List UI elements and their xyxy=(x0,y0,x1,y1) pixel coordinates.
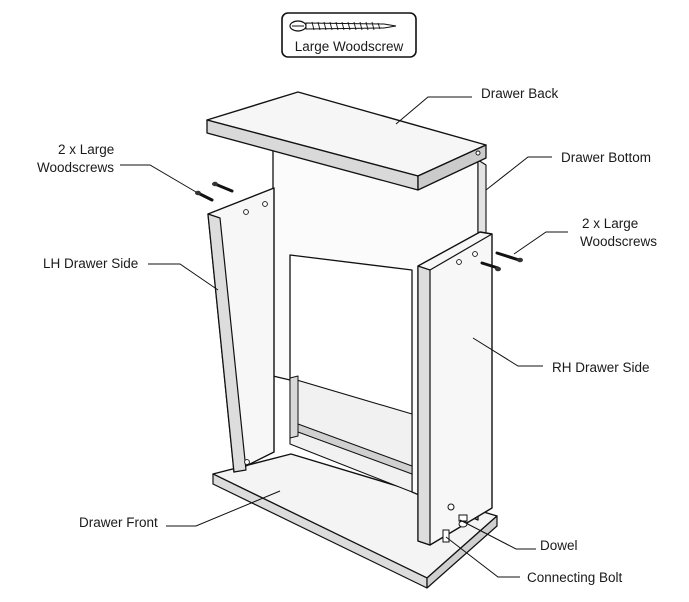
dowel-part xyxy=(442,529,450,543)
woodscrew-icon xyxy=(495,251,523,263)
legend-box: Large Woodscrew xyxy=(281,12,417,58)
right-screws-label-line1: 2 x Large xyxy=(582,216,638,231)
left-screws-label-line1: 2 x Large xyxy=(58,142,114,157)
drawer-front-panel xyxy=(212,453,498,589)
woodscrew-icon xyxy=(195,190,214,202)
drawer-back-panel xyxy=(206,91,487,191)
drawer-back-label: Drawer Back xyxy=(481,86,559,101)
connecting-bolt-label: Connecting Bolt xyxy=(527,570,623,585)
lh-drawer-side-panel xyxy=(207,187,275,473)
labels: Drawer Back Drawer Bottom 2 x Large Wood… xyxy=(37,86,657,585)
drawer-bottom-label: Drawer Bottom xyxy=(561,150,651,165)
left-woodscrews xyxy=(195,181,234,202)
drawer-front-label: Drawer Front xyxy=(79,515,158,530)
leader-lines xyxy=(120,96,568,578)
lh-drawer-side-label: LH Drawer Side xyxy=(43,256,138,271)
rh-drawer-side-label: RH Drawer Side xyxy=(552,360,650,375)
right-screws-label-line2: Woodscrews xyxy=(580,234,657,249)
right-woodscrews xyxy=(480,251,523,272)
woodscrew-icon xyxy=(289,20,397,32)
left-screws-label-line2: Woodscrews xyxy=(37,160,114,175)
woodscrew-icon xyxy=(212,181,234,193)
legend-label: Large Woodscrew xyxy=(295,39,404,54)
rh-drawer-side-panel xyxy=(417,231,493,546)
dowel-label: Dowel xyxy=(540,538,578,553)
woodscrew-icon xyxy=(480,261,501,272)
